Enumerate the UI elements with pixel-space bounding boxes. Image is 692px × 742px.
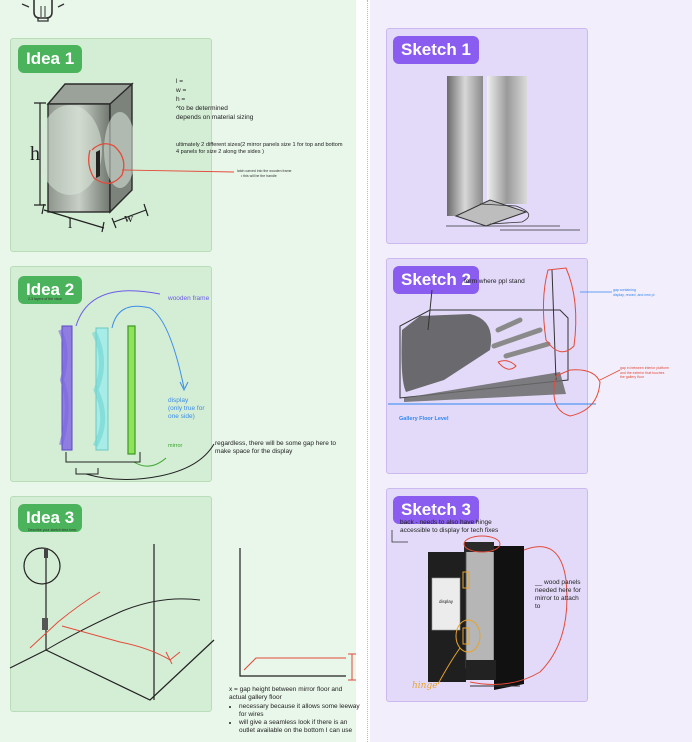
idea2-caption: 2-3 layers of the vison xyxy=(28,297,63,301)
idea2-title: Idea 2 xyxy=(18,276,83,304)
idea3-bullet-outlet: will give a seamless look if there is an… xyxy=(239,719,369,735)
sketch3-title: Sketch 3 xyxy=(393,496,479,524)
sketch3-panels-note: __ wood panels needed here for mirror to… xyxy=(535,579,581,611)
idea2-display-label: display (only true for one side) xyxy=(168,397,205,421)
idea1-latch-line1: latch carved into the wooden frame xyxy=(237,169,292,173)
idea3-bullet-wires: necessary because it allows some leeway … xyxy=(239,703,369,719)
idea3-caption: Describe your sketch idea here. xyxy=(28,528,78,532)
sketch2-gap-blue: gap containing display, record, and new … xyxy=(613,288,655,297)
idea1-dim-material: depends on material sizing xyxy=(176,114,254,121)
idea1-dim-w: w = xyxy=(176,87,187,94)
idea3-bullets: necessary because it allows some leeway … xyxy=(229,703,369,736)
sketch2-platform-note: form where ppl stand xyxy=(464,278,525,285)
idea1-sizes-note: ultimately 2 different sizes(2 mirror pa… xyxy=(176,142,343,155)
idea3-title: Idea 3 xyxy=(18,504,83,532)
idea1-dim-l: l = xyxy=(176,78,184,85)
svg-text:l: l xyxy=(68,216,72,232)
idea1-latch-note: latch carved into the wooden frame • thi… xyxy=(237,169,291,178)
sketch2-gap-red: gap in between interior platform and the… xyxy=(620,366,670,380)
canvas-divider xyxy=(356,0,370,742)
sketch3-hinge-label: hinge xyxy=(412,681,438,691)
sketch2-title: Sketch 2 xyxy=(393,266,479,294)
idea1-title: Idea 1 xyxy=(18,45,83,73)
idea1-latch-line2: • this will be the handle xyxy=(241,173,277,178)
idea1-dim-tbd: ^to be determined xyxy=(176,105,228,112)
sketch3-display-label: display xyxy=(439,599,454,604)
sketch2-floor-label: Gallery Floor Level xyxy=(399,416,449,422)
idea2-wooden-frame: wooden frame xyxy=(168,295,210,302)
idea2-mirror-label: mirror xyxy=(168,443,183,449)
idea2-gap-note: regardless, there will be some gap here … xyxy=(215,440,337,456)
idea1-dim-h: h = xyxy=(176,96,186,103)
svg-text:h: h xyxy=(30,143,40,165)
idea3-x-note: x = gap height between mirror floor and … xyxy=(229,686,343,702)
sketch1-title: Sketch 1 xyxy=(393,36,479,64)
idea3-card[interactable] xyxy=(10,496,212,712)
sketch3-back-note: back - needs to also have hinge accessib… xyxy=(400,519,499,535)
svg-text:w: w xyxy=(124,210,134,225)
